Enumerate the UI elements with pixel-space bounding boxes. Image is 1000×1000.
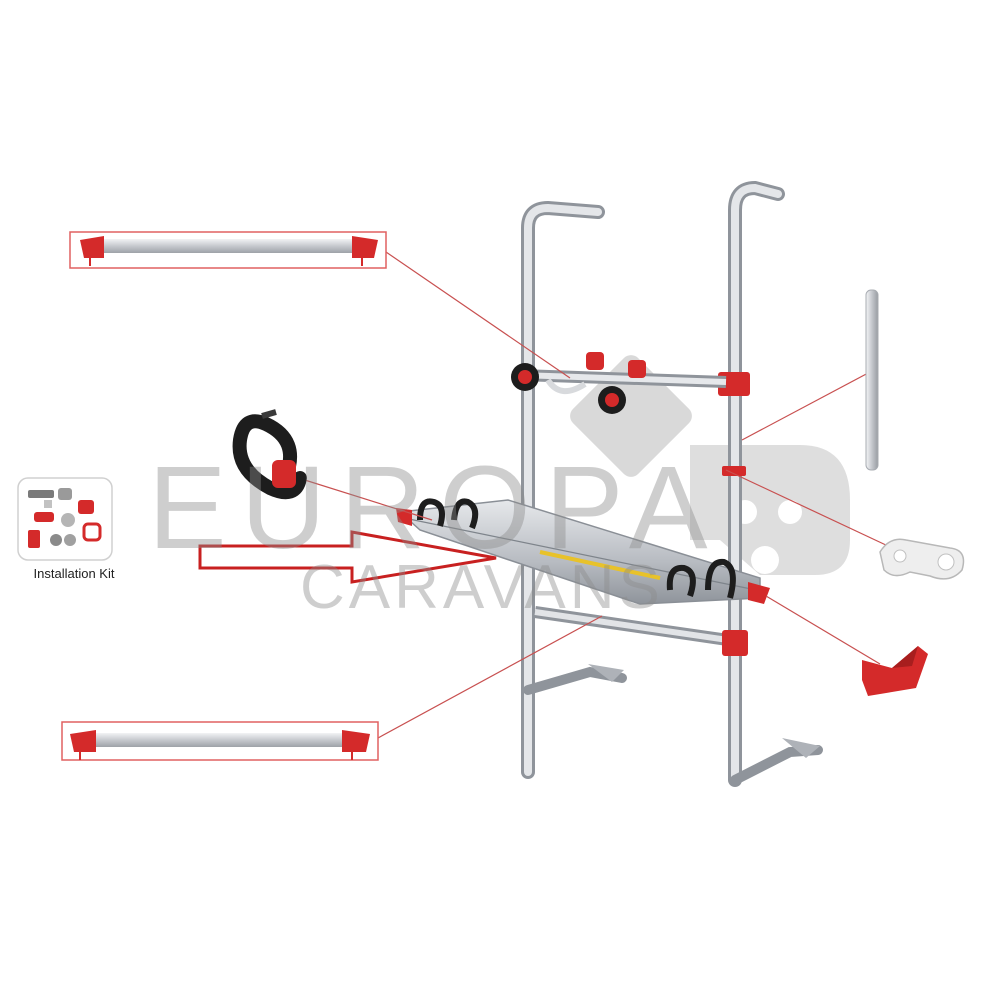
top-rail: [69, 231, 387, 269]
leader-lines: [291, 251, 889, 739]
spacer-tube: [865, 289, 879, 471]
bottom-rail: [61, 721, 379, 761]
watermark-text-line1: EUROPA: [148, 442, 722, 574]
white-clamp: [879, 538, 965, 580]
frame-holder-arm: [511, 352, 727, 414]
wheel-strap: [232, 409, 307, 500]
red-wheel-holder: [862, 646, 928, 696]
pointer-arrow-icon: [198, 530, 497, 584]
watermark-text-line2: CARAVANS: [300, 553, 664, 622]
ladder-frame: [521, 180, 823, 787]
wheel-tray: [396, 498, 770, 605]
installation-kit-label: Installation Kit: [33, 566, 115, 581]
installation-kit: [17, 477, 113, 561]
